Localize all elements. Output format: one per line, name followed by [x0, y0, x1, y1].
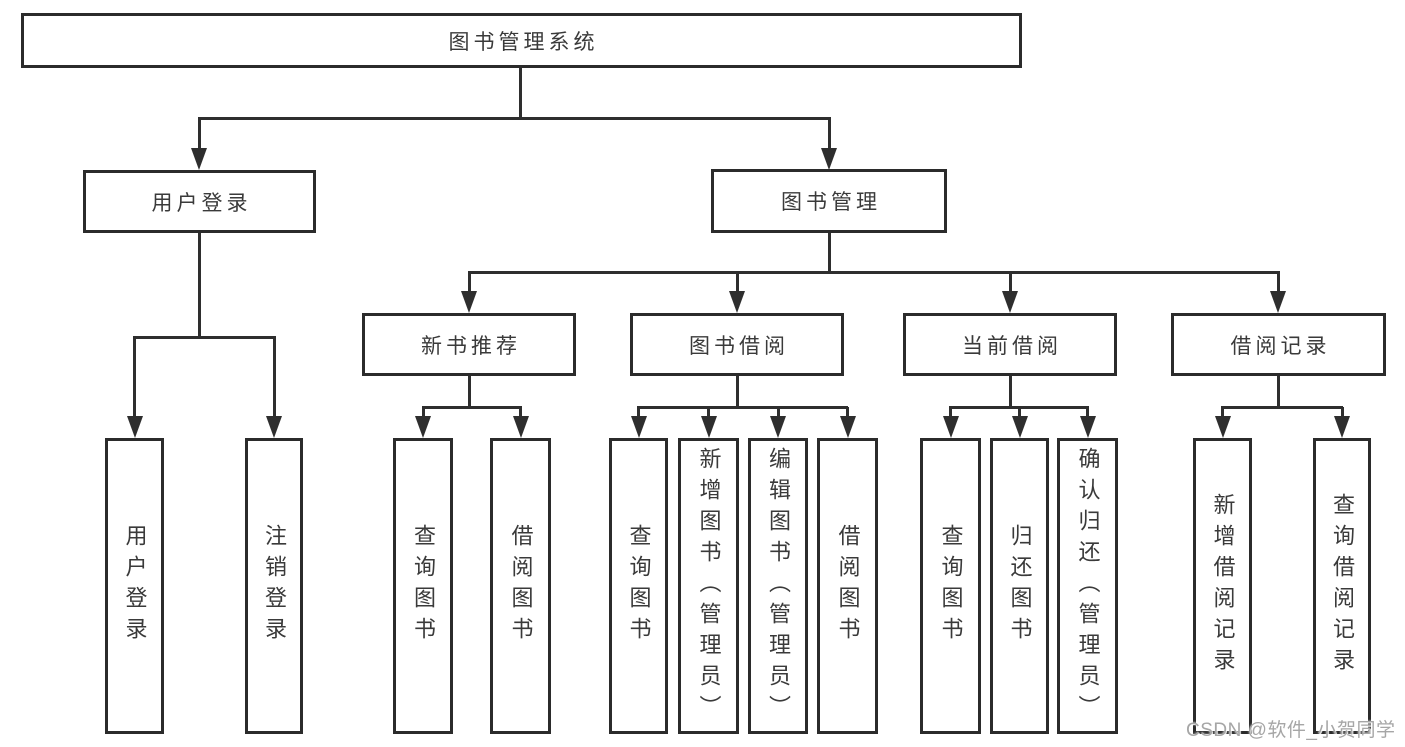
- leaf-logout: 注销登录: [245, 438, 303, 734]
- arrow-down-icon: [1002, 271, 1018, 313]
- node-label: 查询借阅记录: [1330, 493, 1355, 679]
- leaf-query-books: 查询图书: [609, 438, 668, 734]
- arrow-down-icon: [415, 407, 431, 438]
- leaf-add-book-admin: 新增图书（管理员）: [678, 438, 739, 734]
- node-library-management-system: 图书管理系统: [21, 13, 1022, 68]
- node-new-book-recommendation: 新书推荐: [362, 313, 576, 376]
- connector-line: [197, 116, 831, 120]
- node-label: 新增借阅记录: [1210, 493, 1236, 679]
- node-borrowing-records: 借阅记录: [1171, 313, 1386, 376]
- node-label: 借阅记录: [1230, 334, 1331, 358]
- connector-line: [467, 270, 1279, 274]
- node-book-management: 图书管理: [711, 169, 947, 233]
- arrow-down-icon: [729, 271, 745, 313]
- csdn-watermark: CSDN @软件_小贺同学: [1186, 720, 1396, 741]
- arrow-down-icon: [821, 117, 837, 170]
- arrow-down-icon: [191, 117, 207, 170]
- node-label: 借阅图书: [835, 524, 861, 648]
- arrow-down-icon: [266, 336, 282, 438]
- connector-line: [467, 376, 471, 408]
- node-label: 编辑图书（管理员）: [766, 446, 791, 726]
- node-label: 当前借阅: [962, 334, 1062, 358]
- arrow-down-icon: [1214, 407, 1231, 438]
- leaf-return-books: 归还图书: [990, 438, 1049, 734]
- connector-line: [1008, 376, 1012, 408]
- node-label: 查询图书: [626, 524, 652, 648]
- leaf-borrow-books: 借阅图书: [817, 438, 878, 734]
- connector-line: [637, 405, 848, 409]
- arrow-down-icon: [839, 407, 856, 438]
- arrow-down-icon: [630, 407, 647, 438]
- node-label: 新增图书（管理员）: [696, 446, 722, 726]
- leaf-query-books: 查询图书: [393, 438, 453, 734]
- node-label: 新书推荐: [421, 334, 521, 358]
- connector-line: [518, 68, 522, 118]
- leaf-edit-book-admin: 编辑图书（管理员）: [748, 438, 808, 734]
- leaf-add-borrow-record: 新增借阅记录: [1193, 438, 1252, 734]
- node-book-borrowing: 图书借阅: [630, 313, 844, 376]
- node-label: 注销登录: [262, 524, 287, 648]
- node-label: 用户登录: [122, 524, 148, 648]
- node-label: 图书借阅: [689, 334, 789, 358]
- leaf-query-books: 查询图书: [920, 438, 981, 734]
- leaf-user-login: 用户登录: [105, 438, 164, 734]
- connector-line: [421, 405, 522, 409]
- connector-line: [827, 233, 831, 272]
- arrow-down-icon: [1079, 407, 1096, 438]
- node-label: 用户登录: [151, 191, 252, 215]
- connector-line: [1277, 376, 1280, 408]
- arrow-down-icon: [126, 336, 143, 438]
- arrow-down-icon: [1011, 407, 1028, 438]
- connector-line: [735, 376, 739, 408]
- node-label: 图书管理系统: [448, 30, 599, 54]
- arrow-down-icon: [942, 407, 959, 438]
- arrow-down-icon: [512, 407, 529, 438]
- leaf-query-borrow-record: 查询借阅记录: [1313, 438, 1371, 734]
- node-current-borrowing: 当前借阅: [903, 313, 1117, 376]
- arrow-down-icon: [1334, 407, 1350, 438]
- arrow-down-icon: [1270, 271, 1286, 313]
- connector-line: [197, 233, 201, 337]
- node-label: 图书管理: [781, 191, 881, 214]
- leaf-borrow-books: 借阅图书: [490, 438, 551, 734]
- node-label: 查询图书: [411, 524, 436, 648]
- leaf-confirm-return-admin: 确认归还（管理员）: [1057, 438, 1118, 734]
- arrow-down-icon: [700, 407, 717, 438]
- node-label: 查询图书: [938, 524, 964, 648]
- node-label: 借阅图书: [508, 524, 534, 648]
- connector-line: [1221, 405, 1343, 409]
- connector-line: [133, 335, 276, 339]
- node-user-login: 用户登录: [83, 170, 316, 233]
- node-label: 确认归还（管理员）: [1075, 446, 1101, 726]
- node-label: 归还图书: [1007, 524, 1033, 648]
- arrow-down-icon: [770, 407, 786, 438]
- arrow-down-icon: [461, 271, 477, 313]
